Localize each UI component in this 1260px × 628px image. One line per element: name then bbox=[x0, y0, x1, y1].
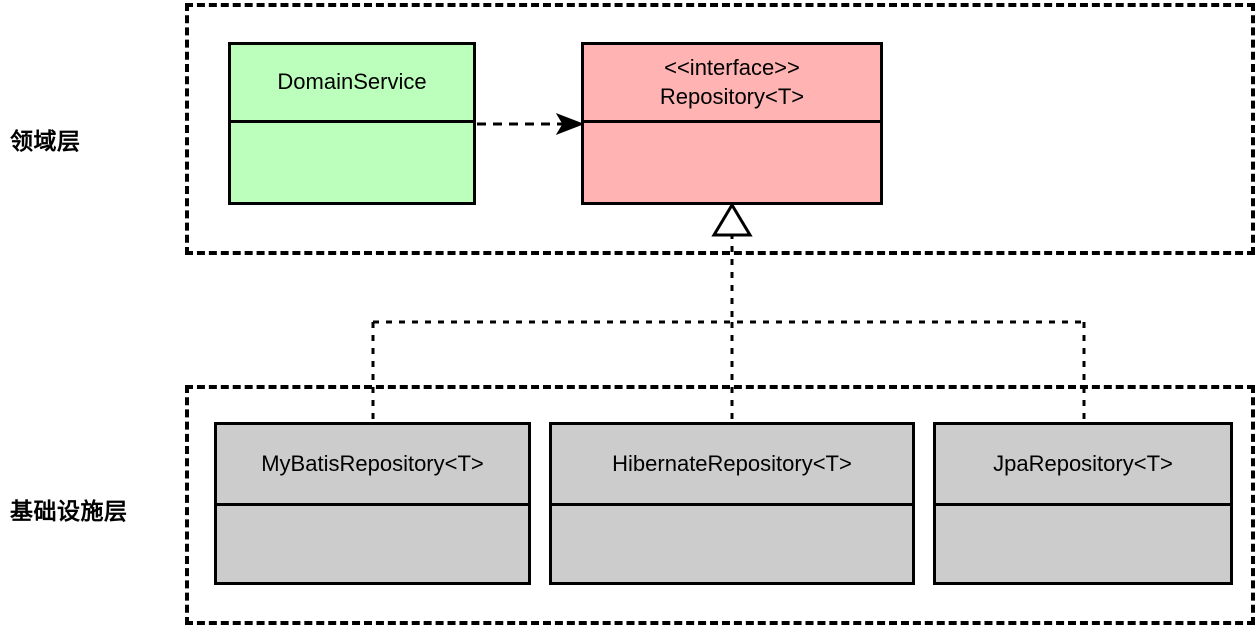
class-members-domain-service bbox=[231, 123, 473, 202]
class-stereotype-repository: <<interface>> bbox=[664, 55, 800, 81]
class-members-repository-interface bbox=[584, 123, 880, 202]
class-name-mybatis-repository: MyBatisRepository<T> bbox=[261, 450, 484, 476]
class-box-jpa-repository[interactable]: JpaRepository<T> bbox=[933, 422, 1233, 585]
class-members-mybatis-repository bbox=[217, 506, 528, 582]
class-box-mybatis-repository[interactable]: MyBatisRepository<T> bbox=[214, 422, 531, 585]
class-header-domain-service: DomainService bbox=[231, 45, 473, 123]
domain-layer-boundary bbox=[185, 3, 1255, 255]
infrastructure-layer-boundary bbox=[185, 385, 1255, 625]
class-box-repository-interface[interactable]: <<interface>> Repository<T> bbox=[581, 42, 883, 205]
class-header-jpa-repository: JpaRepository<T> bbox=[936, 425, 1230, 506]
class-name-repository-interface: Repository<T> bbox=[659, 83, 805, 109]
infrastructure-layer-label: 基础设施层 bbox=[10, 498, 128, 524]
class-header-repository-interface: <<interface>> Repository<T> bbox=[584, 45, 880, 123]
class-name-jpa-repository: JpaRepository<T> bbox=[993, 450, 1173, 476]
class-name-hibernate-repository: HibernateRepository<T> bbox=[612, 450, 852, 476]
class-name-domain-service: DomainService bbox=[277, 69, 427, 95]
class-box-hibernate-repository[interactable]: HibernateRepository<T> bbox=[549, 422, 915, 585]
class-box-domain-service[interactable]: DomainService bbox=[228, 42, 476, 205]
class-header-hibernate-repository: HibernateRepository<T> bbox=[552, 425, 912, 506]
class-members-hibernate-repository bbox=[552, 506, 912, 582]
domain-layer-label: 领域层 bbox=[10, 128, 81, 154]
class-members-jpa-repository bbox=[936, 506, 1230, 582]
class-header-mybatis-repository: MyBatisRepository<T> bbox=[217, 425, 528, 506]
